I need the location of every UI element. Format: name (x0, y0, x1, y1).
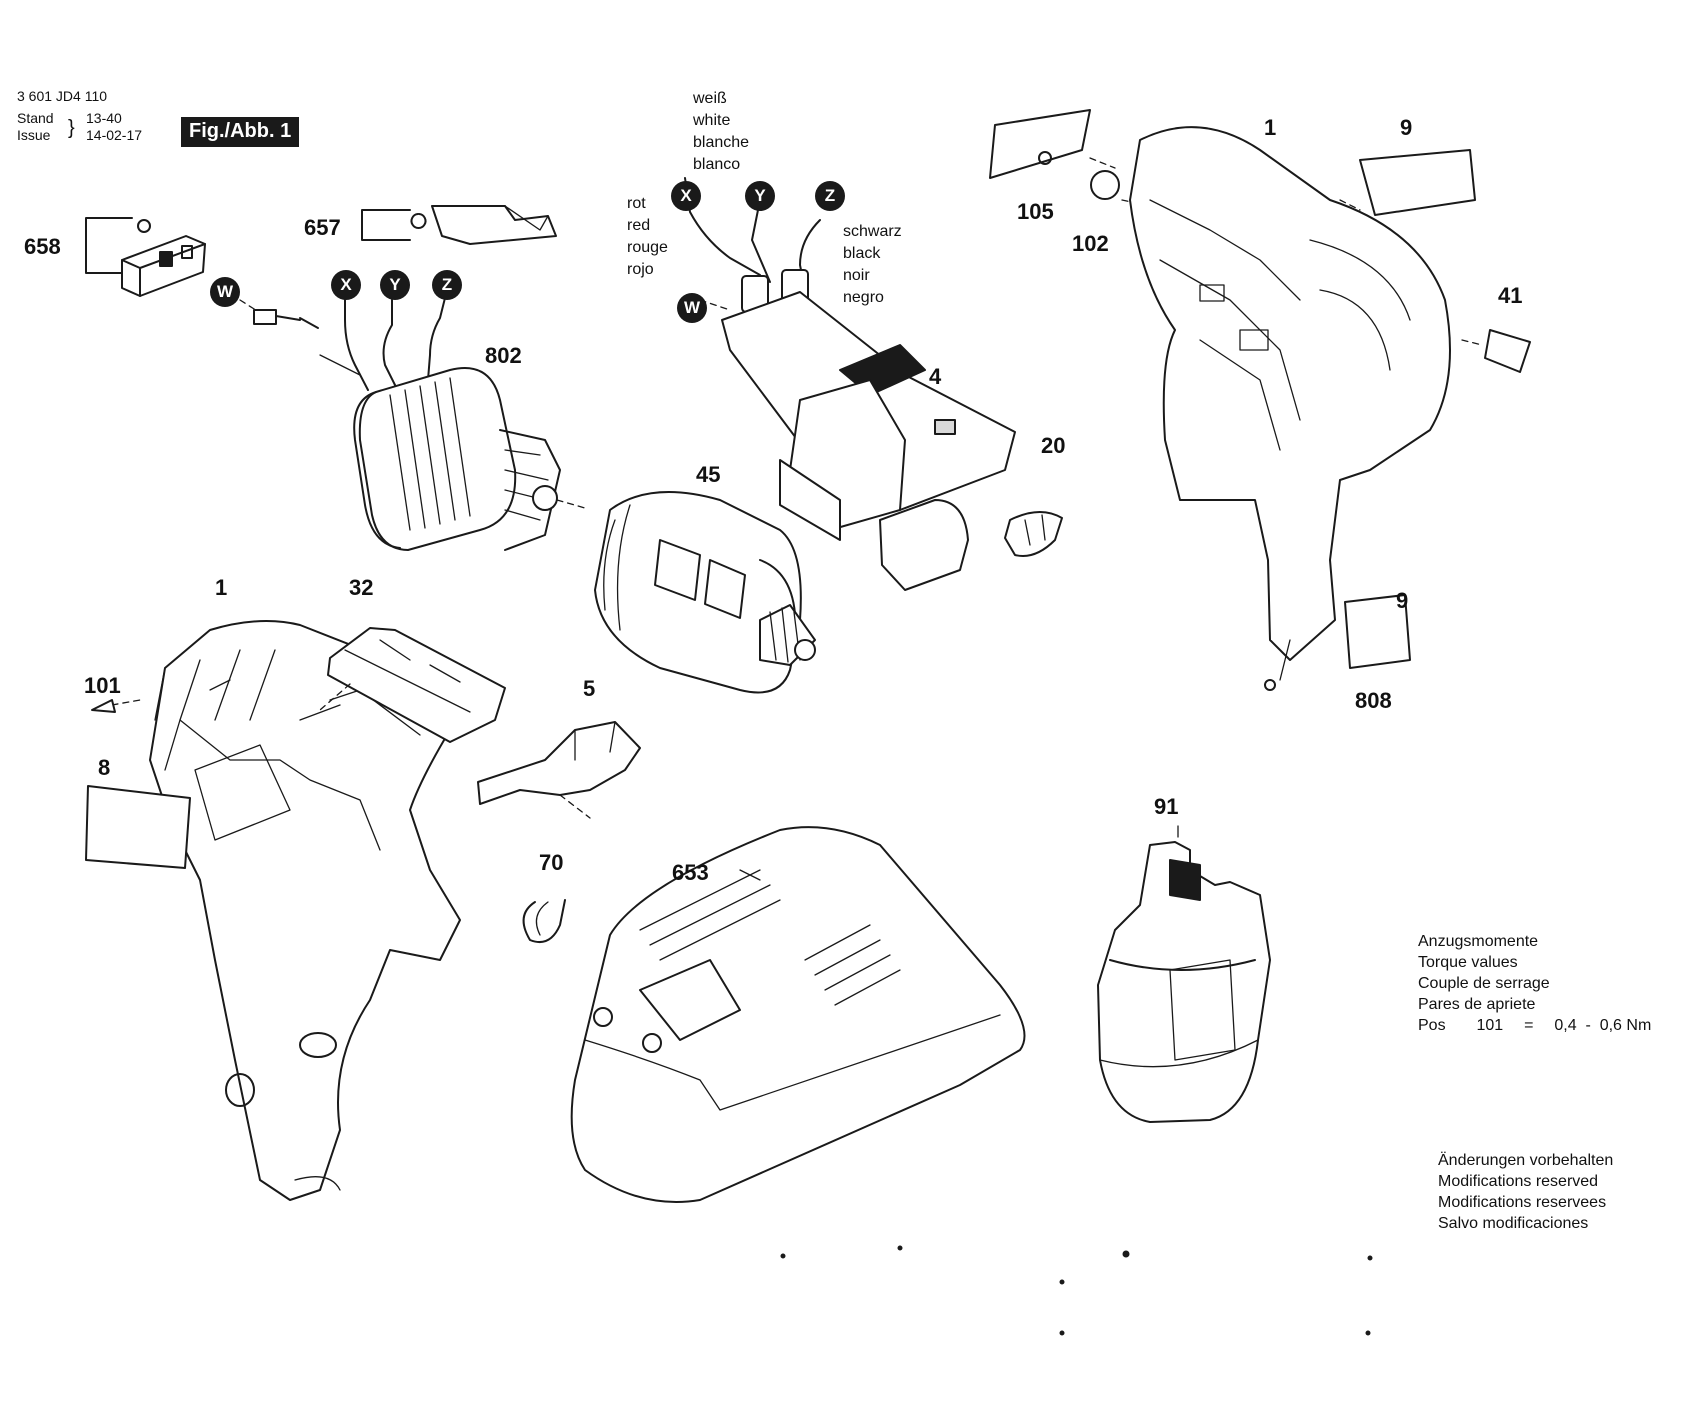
torque-row: Pos 101 = 0,4 - 0,6 Nm (1418, 1015, 1651, 1036)
torque-pos-label: Pos (1418, 1017, 1446, 1034)
part-label-105: 105 (1017, 199, 1054, 224)
torque-heading: Couple de serrage (1418, 975, 1550, 992)
part-label-5: 5 (583, 676, 596, 701)
part-32-drawing (319, 627, 506, 743)
part-label-808: 808 (1355, 688, 1392, 713)
issue-value: 14-02-17 (86, 127, 143, 143)
part-1-right-housing-drawing (989, 109, 1531, 691)
part-label-1: 1 (215, 575, 228, 600)
part-70-drawing (522, 899, 566, 944)
part-5-drawing (477, 721, 641, 819)
wire-label: rot (627, 195, 646, 212)
part-1-left-housing-drawing (85, 620, 461, 1201)
part-658-drawing (85, 217, 206, 297)
part-label-91: 91 (1154, 794, 1179, 819)
wire-label: blanco (693, 156, 741, 173)
wire-label: weiß (693, 90, 727, 107)
part-label-20: 20 (1041, 433, 1066, 458)
stand-value: 13-40 (86, 110, 122, 126)
wire-label: blanche (693, 134, 750, 151)
part-91-battery-drawing (1097, 825, 1271, 1123)
torque-heading: Pares de apriete (1418, 996, 1536, 1013)
issue-label: Issue (17, 127, 51, 143)
torque-heading: Anzugsmomente (1418, 933, 1539, 950)
part-label-4: 4 (929, 364, 942, 389)
red-wire-labels: rot red rouge rojo (627, 193, 668, 281)
black-wire-labels: schwarz black noir negro (843, 221, 902, 309)
part-653-charger-drawing (570, 826, 1026, 1203)
wire-label: rouge (627, 239, 668, 256)
torque-pos-value: 101 (1476, 1017, 1504, 1034)
wire-label: red (627, 217, 651, 234)
wire-label: black (843, 245, 881, 262)
part-802-motor-drawing (353, 367, 586, 551)
connector-w-badge: W (677, 293, 707, 323)
modifications-note: Änderungen vorbehalten Modifications res… (1438, 1150, 1613, 1234)
torque-equals: = (1524, 1017, 1534, 1034)
white-wire-labels: weiß white blanche blanco (693, 88, 749, 176)
modifications-line: Modifications reservees (1438, 1194, 1607, 1211)
part-label-802: 802 (485, 343, 522, 368)
torque-range: 0,4 - 0,6 Nm (1554, 1017, 1652, 1034)
connector-y-badge: Y (745, 181, 775, 211)
wire-label: schwarz (843, 223, 902, 240)
figure-label: Fig./Abb. 1 (181, 117, 300, 147)
connector-x-badge: X (671, 181, 701, 211)
wire-label: noir (843, 267, 870, 284)
stand-label: Stand (17, 110, 54, 126)
part-label-653: 653 (672, 860, 709, 885)
motor-wires-drawing (239, 297, 446, 391)
part-label-102: 102 (1072, 231, 1109, 256)
part-number: 3 601 JD4 110 (17, 88, 108, 104)
part-label-1: 1 (1264, 115, 1277, 140)
connector-y-badge: Y (380, 270, 410, 300)
brace-icon: } (68, 117, 75, 139)
part-label-657: 657 (304, 215, 341, 240)
part-label-32: 32 (349, 575, 374, 600)
part-4-switch-drawing (684, 177, 1016, 591)
modifications-line: Änderungen vorbehalten (1438, 1152, 1614, 1169)
part-20-drawing (1004, 511, 1063, 557)
part-label-45: 45 (696, 462, 721, 487)
torque-values-note: Anzugsmomente Torque values Couple de se… (1418, 931, 1651, 1036)
wire-label: rojo (627, 261, 654, 278)
part-label-101: 101 (84, 673, 121, 698)
wire-label: white (693, 112, 731, 129)
part-label-658: 658 (24, 234, 61, 259)
part-label-41: 41 (1498, 283, 1523, 308)
connector-x-badge: X (331, 270, 361, 300)
decorative-specks (780, 1245, 1373, 1336)
part-45-gearbox-drawing (594, 491, 816, 694)
modifications-line: Modifications reserved (1438, 1173, 1599, 1190)
part-label-8: 8 (98, 755, 111, 780)
connector-w-badge: W (210, 277, 240, 307)
wire-label: negro (843, 289, 884, 306)
modifications-line: Salvo modificaciones (1438, 1215, 1589, 1232)
part-label-9: 9 (1396, 588, 1409, 613)
part-657-drawing (361, 205, 557, 245)
connector-z-badge: Z (815, 181, 845, 211)
part-label-70: 70 (539, 850, 564, 875)
torque-heading: Torque values (1418, 954, 1518, 971)
part-label-9: 9 (1400, 115, 1413, 140)
connector-z-badge: Z (432, 270, 462, 300)
